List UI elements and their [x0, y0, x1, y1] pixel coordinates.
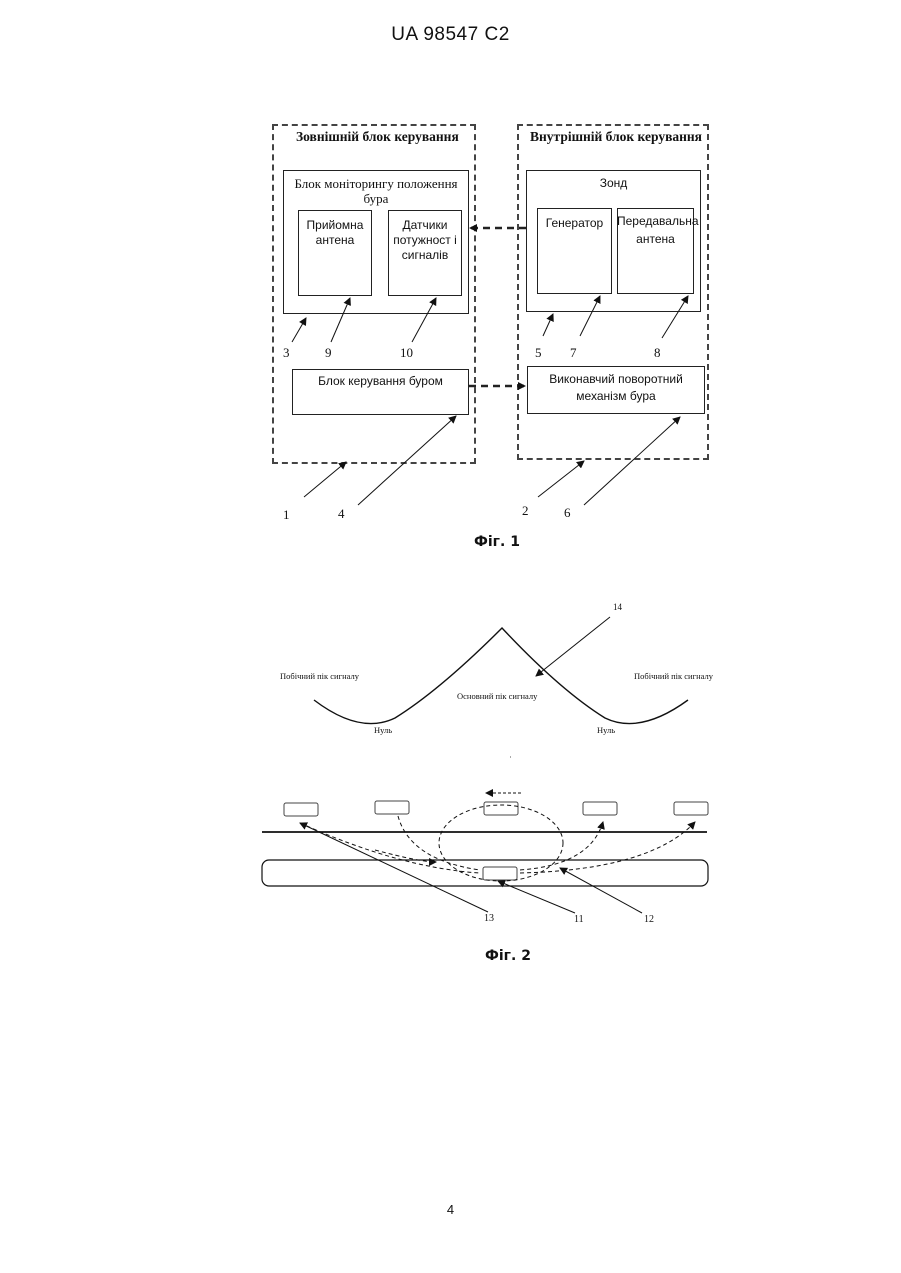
- ref-3: 3: [283, 345, 290, 361]
- signal-curve: [314, 628, 688, 724]
- null-right-label: Нуль: [597, 725, 615, 735]
- ref-14-leader: [536, 617, 610, 676]
- null-left-label: Нуль: [374, 725, 392, 735]
- ref-12: 12: [644, 914, 654, 925]
- receiver-4: [583, 802, 617, 815]
- side-peak-left-label: Побічний пік сигналу: [280, 671, 359, 681]
- ref-7: 7: [570, 345, 577, 361]
- receiver-2: [375, 801, 409, 814]
- main-peak-label: Основний пік сигналу: [457, 691, 537, 701]
- page-number: 4: [0, 1202, 901, 1217]
- ref-8: 8: [654, 345, 661, 361]
- side-peak-right-label: Побічний пік сигналу: [634, 671, 713, 681]
- receiver-3: [484, 802, 518, 815]
- ref-6: 6: [564, 505, 571, 521]
- ref-9: 9: [325, 345, 332, 361]
- ref-1: 1: [283, 507, 290, 523]
- receiver-1: [284, 803, 318, 816]
- figure1-caption: Фіг. 1: [474, 534, 520, 550]
- probe-in-pipe: [483, 867, 517, 880]
- figure2-caption: Фіг. 2: [485, 948, 531, 964]
- ref-13: 13: [484, 913, 494, 924]
- ref-5: 5: [535, 345, 542, 361]
- ref-10: 10: [400, 345, 413, 361]
- ref-14: 14: [613, 602, 622, 612]
- ref-4: 4: [338, 506, 345, 522]
- receiver-5: [674, 802, 708, 815]
- ref-11: 11: [574, 914, 584, 925]
- ref-2: 2: [522, 503, 529, 519]
